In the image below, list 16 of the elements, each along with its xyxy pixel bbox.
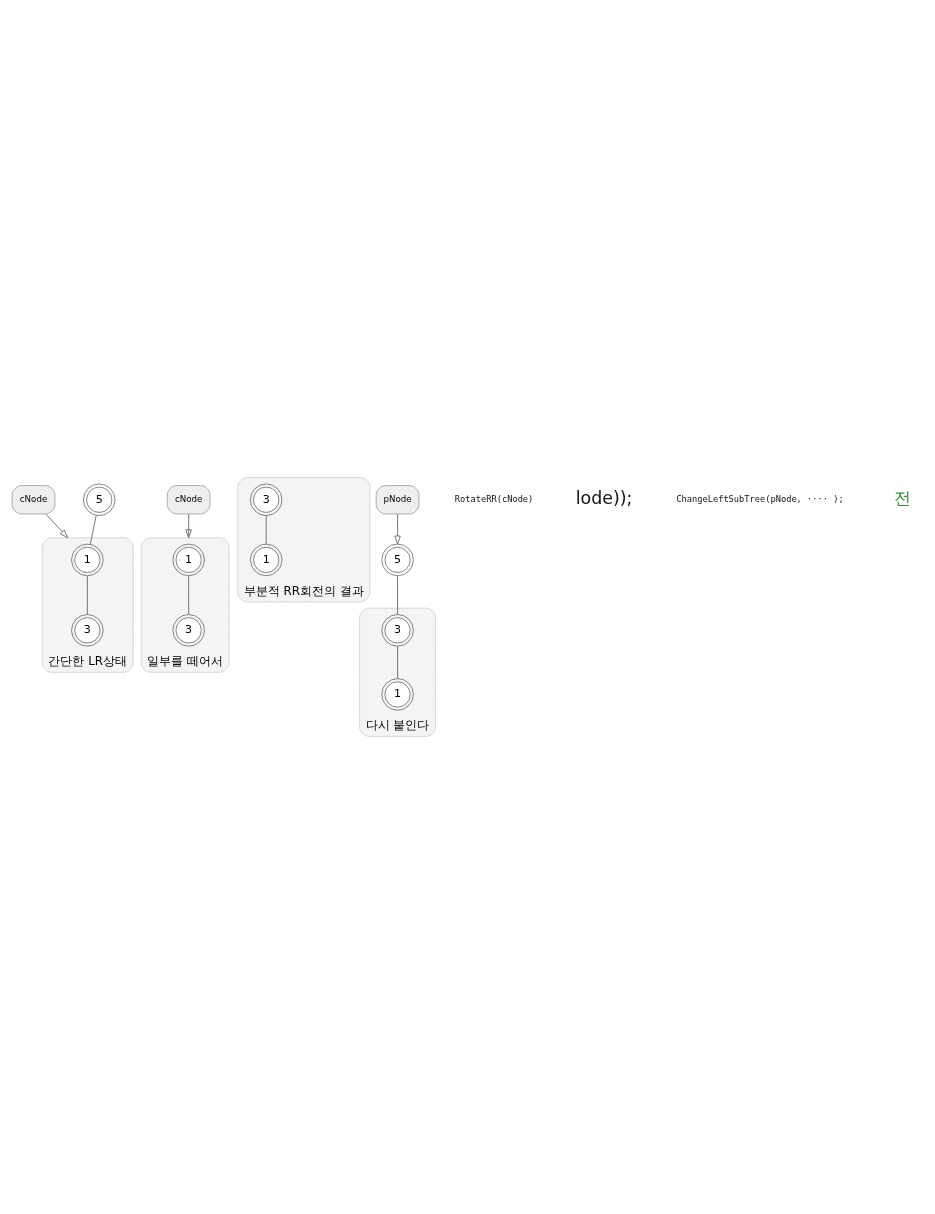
connector: [187, 575, 189, 615]
label: 전: [893, 488, 911, 509]
label: RotateRR(cNode): [454, 493, 533, 504]
connector: [89, 514, 97, 545]
connector: [86, 575, 88, 615]
connector: [396, 575, 398, 615]
label: ChangeLeftSubTree(pNode, ···· );: [675, 493, 844, 504]
arrow: [184, 513, 192, 539]
node-box: cNode: [11, 485, 55, 515]
connector: [265, 515, 267, 545]
arrow: [45, 513, 68, 539]
arrow: [393, 513, 401, 545]
connector: [396, 645, 398, 679]
node-box: cNode: [166, 485, 210, 515]
node-box: pNode: [375, 485, 419, 515]
label: lode));: [575, 488, 632, 509]
